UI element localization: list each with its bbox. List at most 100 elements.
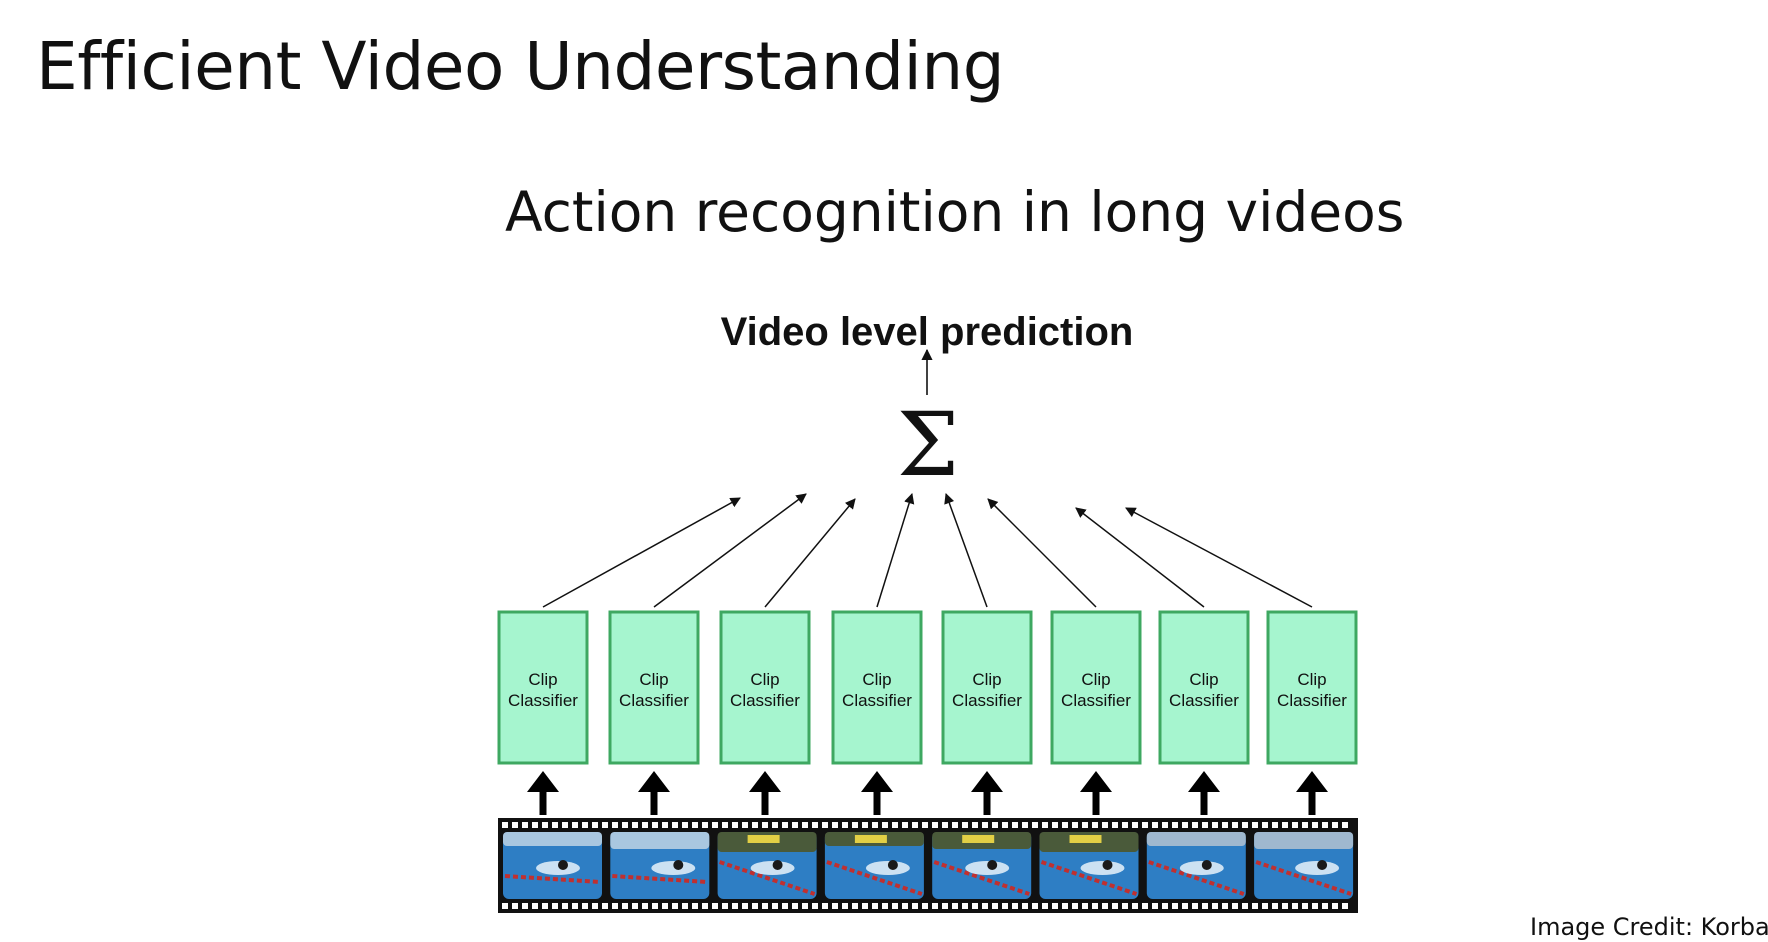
frame-sponsor-board [747,835,780,843]
sprocket-hole [1262,822,1268,828]
sprocket-hole [512,822,518,828]
clip-classifier-rect [941,610,1033,765]
sprocket-hole [1172,822,1178,828]
sprocket-hole [1072,822,1078,828]
video-frame [1254,832,1354,899]
sprocket-hole [1342,822,1348,828]
sprocket-hole [922,822,928,828]
sprocket-hole [812,903,818,909]
sprocket-hole [812,822,818,828]
sprocket-hole [1032,903,1038,909]
sprocket-hole [602,822,608,828]
sprocket-hole [1272,903,1278,909]
sprocket-hole [862,903,868,909]
video-frame [503,832,602,899]
sprocket-hole [732,903,738,909]
frame-swimmer [772,860,783,870]
sprocket-hole [1322,903,1328,909]
sprocket-hole [642,822,648,828]
sprocket-hole [1102,822,1108,828]
clip-classifier-rect [719,610,811,765]
sprocket-hole [1232,822,1238,828]
clip-label: Clip [1297,670,1326,689]
sprocket-hole [702,903,708,909]
sprocket-hole [512,903,518,909]
frame-wall [1146,832,1246,846]
aggregation-arrow [876,492,915,608]
sprocket-hole [842,822,848,828]
sprocket-hole [952,903,958,909]
sprocket-hole [1002,822,1008,828]
aggregation-arrow [1075,507,1205,608]
up-arrow-icon [638,771,670,815]
sprocket-hole [892,903,898,909]
sprocket-hole [1172,903,1178,909]
clip-classifier-rect [608,610,700,765]
video-frame [932,832,1032,899]
sprocket-hole [762,822,768,828]
frame-sponsor-board [962,835,995,843]
sprocket-hole [542,903,548,909]
clip-label: Clip [528,670,557,689]
frame-swimmer [558,860,568,870]
sprocket-hole [722,822,728,828]
sprocket-hole [1192,822,1198,828]
sprocket-hole [972,822,978,828]
clip-classifier-rect [1266,610,1358,765]
sprocket-hole [1132,822,1138,828]
image-credit: Image Credit: Korba [1530,913,1768,941]
frame-swimmer [987,860,998,870]
frame-lane-rope [1148,860,1245,896]
sprocket-hole [572,903,578,909]
sprocket-hole [522,903,528,909]
sprocket-hole [762,903,768,909]
sprocket-hole [1052,822,1058,828]
sprocket-hole [792,822,798,828]
sprocket-hole [792,903,798,909]
sprocket-hole [612,903,618,909]
clip-label: Clip [750,670,779,689]
sprocket-hole [822,903,828,909]
sprocket-hole [1002,903,1008,909]
sprocket-hole [1292,903,1298,909]
sprocket-hole [1072,903,1078,909]
sprocket-hole [1092,822,1098,828]
sprocket-hole [742,822,748,828]
sprocket-hole [872,903,878,909]
video-frame [824,832,924,899]
sprocket-hole [502,903,508,909]
sprocket-hole [682,903,688,909]
sprocket-hole [852,822,858,828]
aggregation-arrow [987,498,1097,608]
sprocket-hole [1142,822,1148,828]
frame-lane-rope [718,860,816,896]
sprocket-hole [782,903,788,909]
video-frame [717,832,817,899]
sprocket-hole [1302,822,1308,828]
sprocket-hole [632,822,638,828]
sprocket-hole [1262,903,1268,909]
sprocket-hole [632,903,638,909]
clip-classifiers: ClipClassifierClipClassifierClipClassifi… [497,610,1358,765]
sprocket-hole [1022,822,1028,828]
clip-classifier-rect [831,610,923,765]
frame-splash [651,861,696,875]
sprocket-hole [962,903,968,909]
sprocket-hole [882,903,888,909]
sprocket-hole [942,903,948,909]
sprocket-hole [832,903,838,909]
sprocket-hole [1332,822,1338,828]
sprocket-hole [1292,822,1298,828]
sprocket-hole [1092,903,1098,909]
sprocket-hole [1182,903,1188,909]
sprocket-hole [1152,822,1158,828]
sprocket-hole [1112,903,1118,909]
sprocket-hole [1332,903,1338,909]
aggregation-arrow [542,497,741,608]
frame-lane-rope [1040,860,1138,896]
aggregation-arrow [944,493,988,608]
